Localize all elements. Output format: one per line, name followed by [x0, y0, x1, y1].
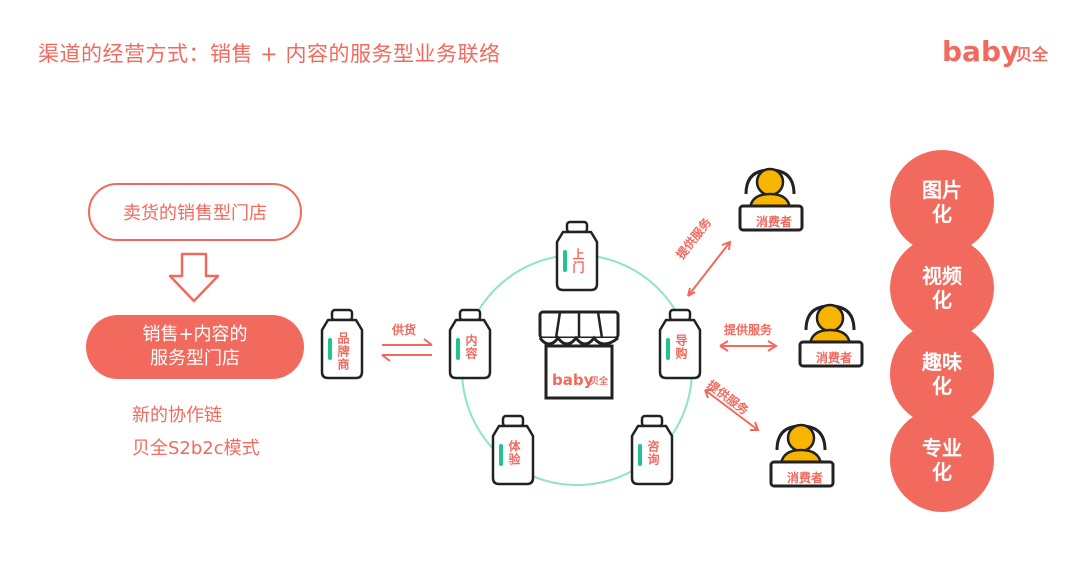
consumer-tag-top: 消费者 [756, 214, 792, 229]
store-logo-cn: 贝全 [590, 375, 609, 387]
bottle-left-label: 内容 [464, 334, 478, 360]
note-model: 贝全S2b2c模式 [132, 438, 260, 459]
new-store-pill: 销售+内容的 服务型门店 [86, 315, 304, 379]
circle-pro-line2: 化 [932, 460, 952, 484]
circle-fun-line2: 化 [932, 374, 952, 398]
new-store-line2: 服务型门店 [150, 348, 240, 369]
supply-label: 供货 [392, 323, 417, 337]
consumer-tag-bottom: 消费者 [787, 470, 823, 485]
store-icon: baby 贝全 [538, 310, 620, 400]
brand-bottle-label: 品牌商 [336, 332, 350, 371]
circle-video-line2: 化 [932, 288, 952, 312]
brand-logo: baby 贝全 [942, 35, 1049, 68]
bottle-top-label: 上门 [571, 248, 585, 274]
bottle-bottom-right-label: 咨询 [646, 440, 660, 466]
circle-pro: 专业 化 [890, 408, 994, 512]
circle-pictures-line1: 图片 [922, 178, 962, 202]
circle-fun-line1: 趣味 [922, 350, 962, 374]
page-title: 渠道的经营方式：销售 + 内容的服务型业务联络 [38, 42, 501, 66]
bottle-right-label: 导购 [674, 334, 688, 360]
store-logo-brand: baby [552, 371, 594, 389]
circle-pictures-line2: 化 [932, 202, 952, 226]
service-label-mid: 提供服务 [724, 323, 773, 337]
supply-arrows [381, 338, 433, 362]
logo-cn: 贝全 [1016, 45, 1049, 64]
circle-pro-line1: 专业 [922, 436, 962, 460]
down-arrow-icon [168, 252, 220, 303]
circle-video-line1: 视频 [922, 264, 962, 288]
new-store-line1: 销售+内容的 [142, 324, 248, 345]
circle-pictures: 图片 化 [890, 150, 994, 254]
old-store-pill: 卖货的销售型门店 [88, 183, 302, 241]
bottle-bottom-left-label: 体验 [507, 440, 521, 466]
service-arrows [687, 240, 778, 431]
consumer-tag-mid: 消费者 [816, 350, 852, 365]
logo-brand: baby [942, 35, 1019, 68]
note-chain: 新的协作链 [132, 405, 222, 426]
